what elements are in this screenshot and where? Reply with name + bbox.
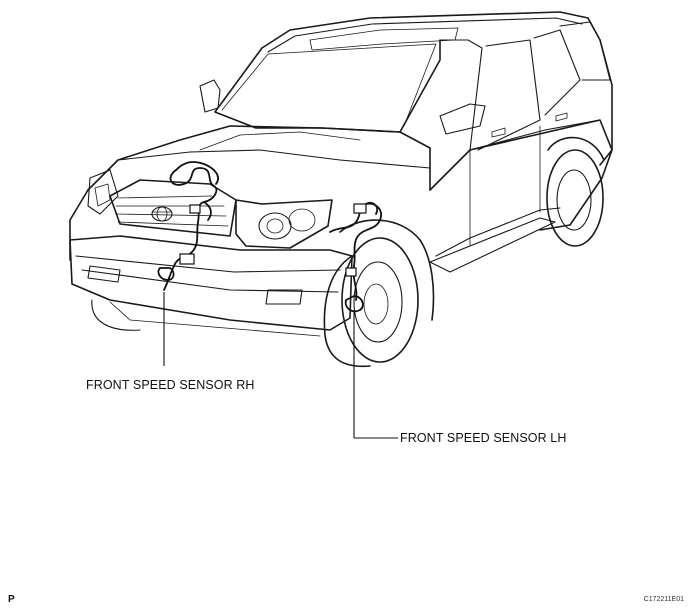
leader-line-lh (353, 312, 398, 439)
wire-harness-rh (157, 161, 219, 291)
label-front-speed-sensor-lh: FRONT SPEED SENSOR LH (400, 431, 567, 445)
suv-illustration (69, 11, 613, 368)
figure-id: C172211E01 (643, 596, 684, 603)
label-front-speed-sensor-rh: FRONT SPEED SENSOR RH (86, 378, 255, 392)
corner-code: P (8, 594, 15, 605)
leader-lines (163, 292, 398, 439)
wire-harness-lh (329, 201, 382, 313)
